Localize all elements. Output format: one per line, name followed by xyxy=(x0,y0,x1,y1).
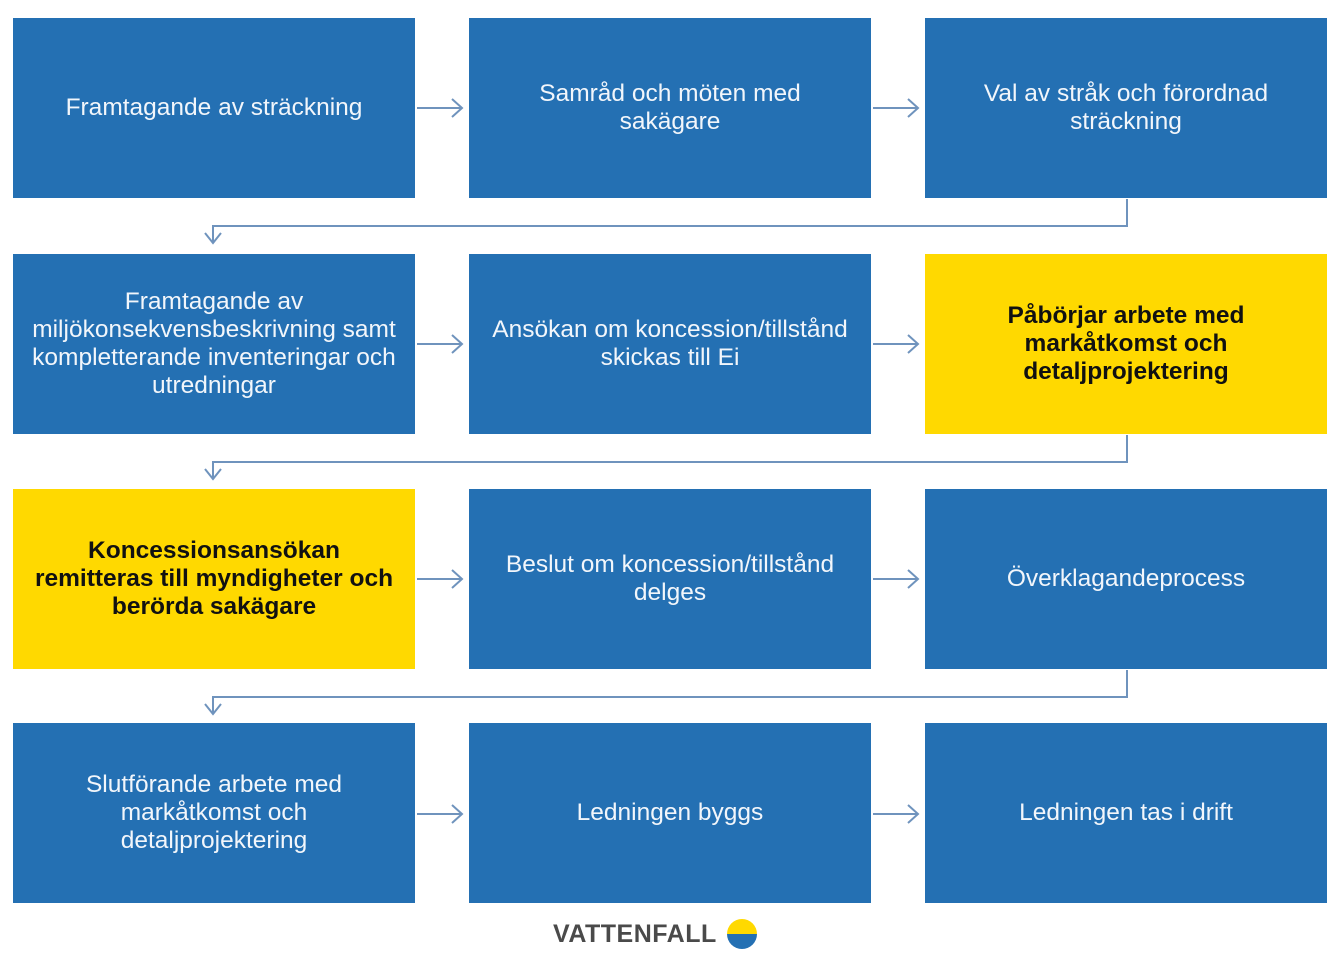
step-7-box-highlighted: Koncessionsansökan remitteras till myndi… xyxy=(13,489,415,669)
logo-wordmark: VATTENFALL xyxy=(553,920,717,948)
step-label: Framtagande av miljökonsekvensbeskrivnin… xyxy=(32,288,396,399)
step-5-box: Ansökan om koncession/tillstånd skickas … xyxy=(469,254,871,434)
step-10-box: Slutförande arbete med markåtkomst och d… xyxy=(13,723,415,903)
step-2-box: Samråd och möten med sakägare xyxy=(469,18,871,198)
step-12-box: Ledningen tas i drift xyxy=(925,723,1327,903)
step-4-box: Framtagande av miljökonsekvensbeskrivnin… xyxy=(13,254,415,434)
step-label: Val av stråk och förordnad sträckning xyxy=(983,80,1269,135)
step-9-box: Överklagandeprocess xyxy=(925,489,1327,669)
step-label: Beslut om koncession/tillstånd delges xyxy=(505,551,835,606)
vattenfall-logo: VATTENFALL xyxy=(553,918,758,950)
step-label: Ledningen byggs xyxy=(576,799,764,826)
step-1-box: Framtagande av sträckning xyxy=(13,18,415,198)
step-label: Slutförande arbete med markåtkomst och d… xyxy=(85,771,343,854)
step-11-box: Ledningen byggs xyxy=(469,723,871,903)
step-label: Överklagandeprocess xyxy=(1006,565,1246,592)
step-label: Samråd och möten med sakägare xyxy=(539,80,801,135)
step-3-box: Val av stråk och förordnad sträckning xyxy=(925,18,1327,198)
step-6-box-highlighted: Påbörjar arbete med markåtkomst och deta… xyxy=(925,254,1327,434)
step-label: Påbörjar arbete med markåtkomst och deta… xyxy=(1007,302,1245,385)
step-label: Ledningen tas i drift xyxy=(1019,799,1233,826)
step-8-box: Beslut om koncession/tillstånd delges xyxy=(469,489,871,669)
step-label: Ansökan om koncession/tillstånd skickas … xyxy=(492,316,848,371)
step-label: Framtagande av sträckning xyxy=(65,94,363,121)
step-label: Koncessionsansökan remitteras till myndi… xyxy=(34,537,394,620)
sun-water-logo-icon xyxy=(726,919,757,949)
